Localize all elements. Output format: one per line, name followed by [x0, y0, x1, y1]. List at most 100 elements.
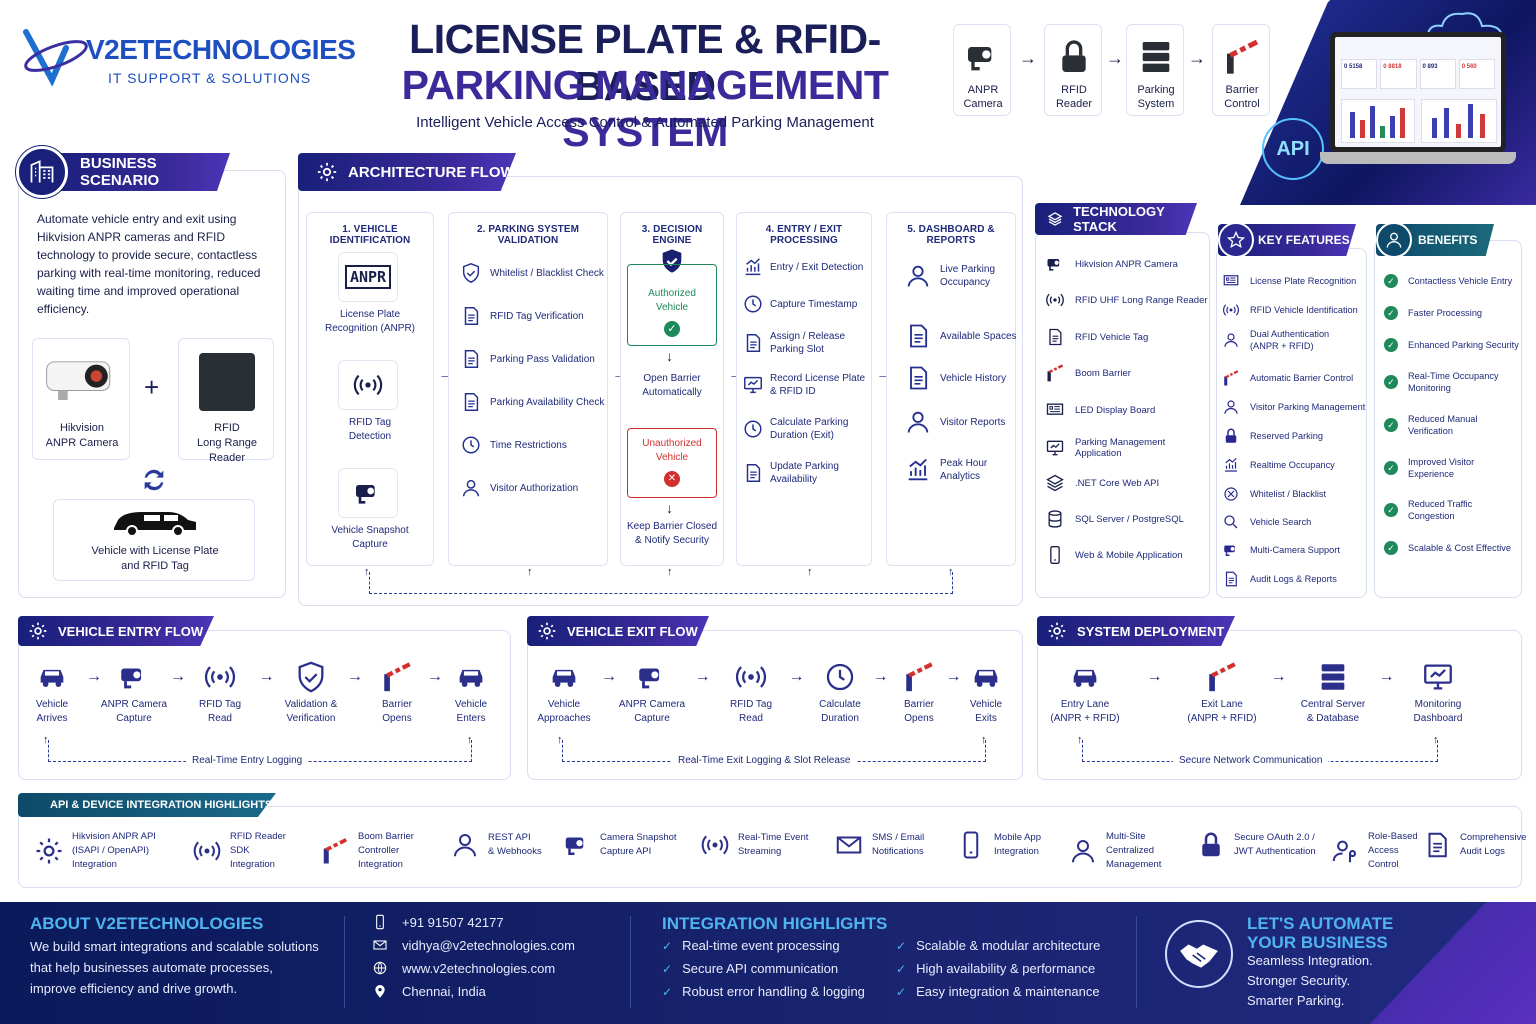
integration-item: ✓Scalable & modular architecture: [896, 938, 1101, 953]
dashboard-stat: 0 8818: [1380, 59, 1417, 89]
feature-item: Dual Authentication (ANPR + RFID): [1222, 328, 1368, 352]
arrow-up-icon: ↑: [807, 566, 813, 578]
document-icon: [460, 391, 482, 413]
arrow-right-icon: →: [945, 668, 962, 685]
snapshot-camera-icon: [338, 468, 398, 518]
feature-icon: [1222, 398, 1240, 416]
footer: [0, 902, 1536, 1024]
cta-line: Seamless Integration.: [1247, 953, 1373, 968]
page-title-line2: PARKING MANAGEMENT SYSTEM: [401, 62, 889, 155]
record-icon: [742, 374, 764, 396]
vehicle-label: Vehicle with License Plate and RFID Tag: [91, 545, 219, 572]
identification-label: Vehicle Snapshot Capture: [331, 525, 409, 550]
car-icon: [33, 660, 71, 694]
shield-check-icon: [460, 262, 482, 284]
contact-email[interactable]: vidhya@v2etechnologies.com: [372, 937, 575, 953]
deploy-step: Exit Lane (ANPR + RFID): [1172, 660, 1272, 726]
feature-icon: [1222, 369, 1240, 387]
arrow-right-icon: →: [1378, 668, 1395, 685]
entry-step: Vehicle Enters: [428, 660, 514, 726]
arrow-up-icon: ↑: [948, 566, 954, 578]
phone-icon: [372, 914, 388, 930]
exit-step: Vehicle Approaches: [521, 660, 607, 726]
feature-item: Automatic Barrier Control: [1222, 369, 1368, 387]
column-title: 1. VEHICLE IDENTIFICATION: [329, 224, 411, 246]
processing-item: Record License Plate & RFID ID: [742, 372, 872, 398]
processing-item: Capture Timestamp: [742, 293, 872, 315]
arrow-down-icon: ↓: [666, 500, 673, 516]
page-subtitle: Intelligent Vehicle Access Control & Aut…: [416, 114, 874, 131]
arrow-up-icon: ↑: [527, 566, 533, 578]
camera-icon: [633, 660, 671, 694]
star-icon: [1226, 230, 1246, 248]
person-icon-circle: [1376, 222, 1412, 258]
report-item: Vehicle History: [904, 364, 1018, 392]
unauthorized-box: Unauthorized Vehicle✕: [627, 428, 717, 498]
integration-item: ✓Real-time event processing: [662, 938, 840, 953]
database-icon: [1044, 509, 1066, 529]
api-item: RFID Reader SDK Integration: [192, 830, 286, 872]
camera-icon: [115, 660, 153, 694]
validation-item: RFID Tag Verification: [460, 305, 610, 327]
check-icon: ✓: [1384, 306, 1398, 320]
tech-item: RFID Vehicle Tag: [1044, 327, 1208, 347]
arrow-right-icon: →: [86, 668, 102, 685]
vehicle-box: Vehicle with License Plate and RFID Tag: [53, 499, 255, 581]
top-flow-label: ANPR Camera: [963, 84, 1003, 110]
shield-check-icon: [292, 660, 330, 694]
car-icon: [967, 660, 1005, 694]
anpr-camera-box: Hikvision ANPR Camera: [32, 338, 130, 460]
processing-item: Assign / Release Parking Slot: [742, 330, 872, 356]
timer-icon: [742, 418, 764, 440]
brand-tagline: IT SUPPORT & SOLUTIONS: [108, 70, 312, 86]
sync-icon: [140, 466, 168, 494]
check-icon: ✓: [1384, 503, 1398, 517]
barrier-icon: [900, 660, 938, 694]
top-flow-label: Parking System: [1137, 84, 1175, 110]
feature-icon: [1222, 541, 1240, 559]
rfid-tag-icon: [1044, 327, 1066, 347]
rfid-reader-icon: [199, 353, 255, 411]
footer-divider-3: [1136, 916, 1137, 1008]
api-item: SMS / Email Notifications: [834, 830, 924, 860]
document-icon: [460, 348, 482, 370]
anpr-text: ANPR: [344, 265, 392, 289]
validation-item: Whitelist / Blacklist Check: [460, 262, 610, 284]
application-icon: [1044, 438, 1066, 458]
contact-phone: +91 91507 42177: [372, 914, 504, 930]
handshake-icon: [1180, 944, 1218, 968]
entry-step: ANPR Camera Capture: [91, 660, 177, 726]
mobile-app-icon: [956, 830, 986, 860]
feature-item: Whitelist / Blacklist: [1222, 485, 1368, 503]
handshake-badge: [1165, 920, 1233, 988]
close-circle-icon: ✕: [664, 471, 680, 487]
lock-icon: [1054, 37, 1094, 77]
exit-step: RFID Tag Read: [708, 660, 794, 726]
clock-icon: [460, 434, 482, 456]
deploy-step: Entry Lane (ANPR + RFID): [1035, 660, 1135, 726]
entry-step: Vehicle Arrives: [9, 660, 95, 726]
check-icon: ✓: [662, 938, 673, 953]
barrier-icon: [1222, 37, 1262, 77]
check-icon: ✓: [662, 984, 673, 999]
exit-step: Barrier Opens: [876, 660, 962, 726]
visitor-icon: [904, 408, 932, 436]
contact-web[interactable]: www.v2etechnologies.com: [372, 960, 555, 976]
mail-icon: [372, 937, 388, 953]
arrow-right-icon: →: [1270, 668, 1287, 685]
feature-item: Multi-Camera Support: [1222, 541, 1368, 559]
web-api-icon: [1044, 473, 1066, 493]
role-access-icon: [1330, 836, 1360, 866]
cta-title-1: LET'S AUTOMATE: [1247, 914, 1394, 933]
barrier-icon: [1203, 660, 1241, 694]
footer-divider-1: [344, 916, 345, 1008]
rfid-sdk-icon: [192, 836, 222, 866]
unauthorized-action: Keep Barrier Closed & Notify Security: [626, 521, 718, 546]
business-scenario-header: BUSINESS SCENARIO: [44, 153, 230, 191]
detection-icon: [742, 256, 764, 278]
brand-logo: [22, 26, 92, 87]
integration-item: ✓Robust error handling & logging: [662, 984, 865, 999]
api-item: Secure OAuth 2.0 / JWT Authentication: [1196, 830, 1316, 860]
rfid-signal-icon: [338, 360, 398, 410]
